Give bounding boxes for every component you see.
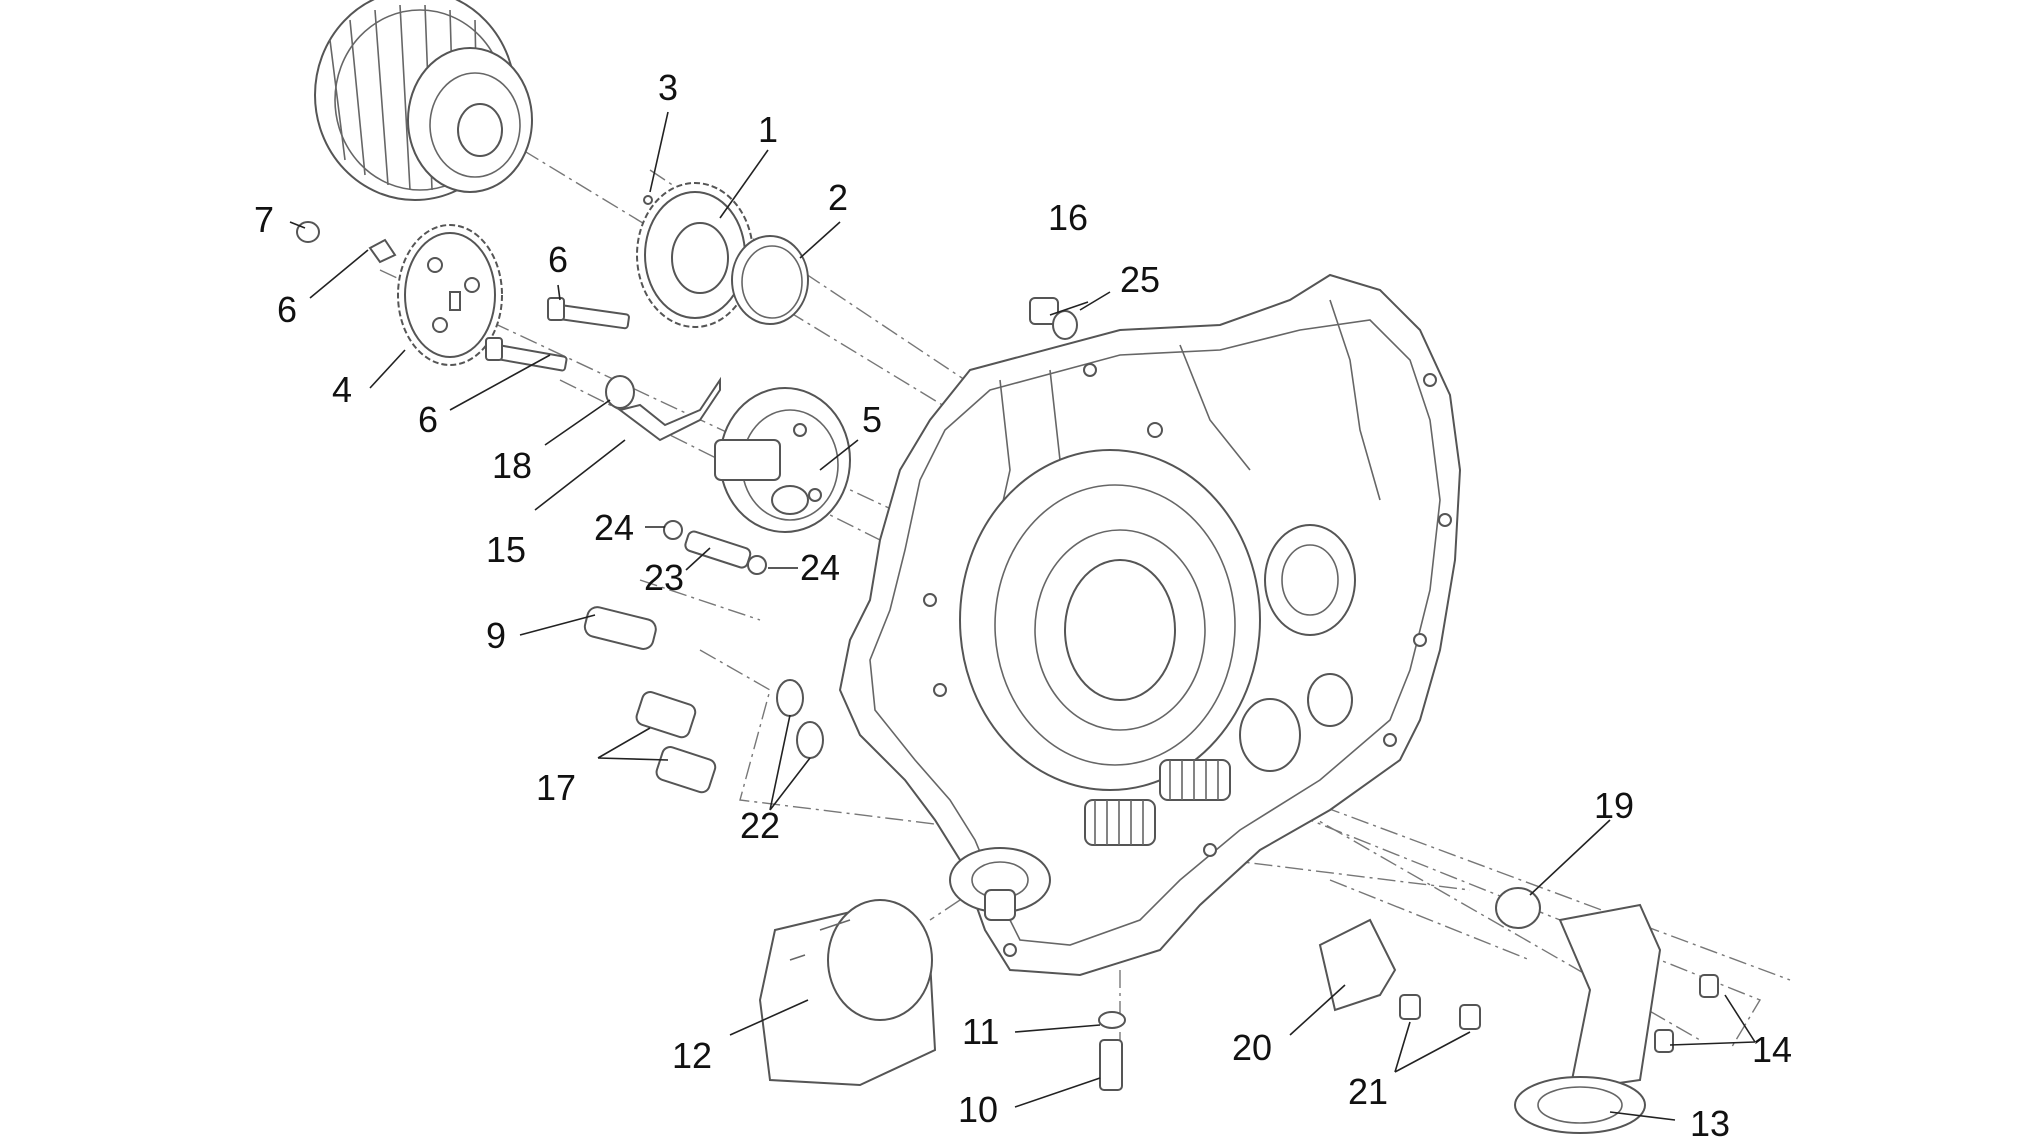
gear-1 <box>636 182 754 328</box>
oil-pump <box>714 387 851 533</box>
washer-8 <box>296 221 320 243</box>
callout-3: 3 <box>658 67 678 108</box>
callout-10: 10 <box>958 1089 998 1130</box>
bolts-14 <box>1654 974 1719 1053</box>
lock-tab-7 <box>368 238 397 264</box>
relief-valve-springs <box>1084 759 1231 846</box>
oil-filter <box>758 899 937 1087</box>
callout-15: 15 <box>486 529 526 570</box>
callout-24-right: 24 <box>800 547 840 588</box>
circlip <box>731 235 809 325</box>
callout-6-upper: 6 <box>548 239 568 280</box>
callout-11: 11 <box>962 1011 999 1052</box>
cover-20 <box>1318 918 1397 1012</box>
callout-7: 6 <box>277 289 297 330</box>
callout-4: 4 <box>332 369 352 410</box>
sensor-10 <box>1099 1039 1123 1091</box>
callout-13: 13 <box>1690 1103 1730 1141</box>
callout-5: 5 <box>862 399 882 440</box>
plate-15 <box>617 376 721 442</box>
cover-bolt-holes <box>923 363 1452 957</box>
callout-24-left: 24 <box>594 507 634 548</box>
callout-16: 16 <box>1048 197 1088 238</box>
plug-16 <box>1029 297 1059 325</box>
callout-2: 2 <box>828 177 848 218</box>
callout-6-lower: 6 <box>418 399 438 440</box>
valve-9 <box>583 606 657 650</box>
pin <box>643 195 653 205</box>
washer-25 <box>1052 310 1078 340</box>
callout-23: 23 <box>644 557 684 598</box>
callout-25: 25 <box>1120 259 1160 300</box>
callout-19: 19 <box>1594 785 1634 826</box>
o-ring-18 <box>605 375 635 409</box>
callout-labels: 3 1 2 7 6 4 6 6 18 15 5 24 23 24 9 17 22… <box>254 67 1792 1141</box>
bolts-21 <box>1399 994 1481 1030</box>
callout-8: 7 <box>254 199 274 240</box>
callout-9: 9 <box>486 615 506 656</box>
washer-11 <box>1098 1011 1126 1029</box>
oil-pickup <box>1514 903 1662 1134</box>
callout-14: 14 <box>1752 1029 1792 1070</box>
screws-6 <box>485 297 630 372</box>
callout-1: 1 <box>758 109 778 150</box>
callout-17: 17 <box>536 767 576 808</box>
fittings-17 <box>635 691 717 794</box>
clutch-housing <box>314 0 533 201</box>
callout-22: 22 <box>740 805 780 846</box>
crankcase-cover <box>838 273 1462 977</box>
pump-gear <box>397 224 503 366</box>
o-ring-19 <box>1495 887 1541 929</box>
callout-18: 18 <box>492 445 532 486</box>
leader-lines <box>289 111 1756 1121</box>
callout-21: 21 <box>1348 1071 1388 1112</box>
callout-20: 20 <box>1232 1027 1272 1068</box>
callout-12: 12 <box>672 1035 712 1076</box>
dowel-23 <box>663 520 767 575</box>
